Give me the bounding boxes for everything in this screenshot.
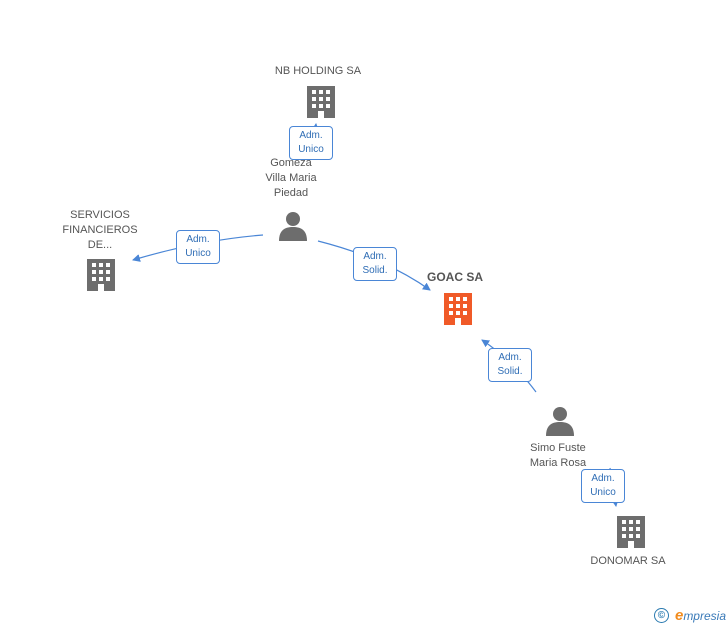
gomeza-person-icon[interactable] <box>279 212 307 241</box>
donomar-building-icon[interactable] <box>617 516 645 548</box>
servicios-building-icon[interactable] <box>87 259 115 291</box>
copyright-icon: © <box>653 608 669 623</box>
goac-label[interactable]: GOAC SA <box>426 270 483 284</box>
brand-initial: e <box>674 607 684 624</box>
servicios-label[interactable]: SERVICIOS FINANCIEROS DE... <box>62 209 138 251</box>
edge-badge-gomeza-goac[interactable]: Adm. Solid. <box>353 247 397 281</box>
nb-holding-building-icon[interactable] <box>307 86 335 118</box>
empresia-footer: © e mpresia <box>653 607 726 624</box>
gomeza-label[interactable]: Gomeza Villa Maria Piedad <box>265 157 317 199</box>
edge-badge-gomeza-nb-holding[interactable]: Adm. Unico <box>289 126 333 160</box>
brand-name: mpresia <box>683 608 726 623</box>
edge-badge-simo-goac[interactable]: Adm. Solid. <box>488 348 532 382</box>
goac-building-icon[interactable] <box>444 293 472 325</box>
donomar-label[interactable]: DONOMAR SA <box>590 555 666 567</box>
edge-badge-gomeza-servicios[interactable]: Adm. Unico <box>176 230 220 264</box>
simo-person-icon[interactable] <box>546 407 574 436</box>
simo-label[interactable]: Simo Fuste Maria Rosa <box>529 442 587 469</box>
nb-holding-label[interactable]: NB HOLDING SA <box>274 65 362 77</box>
edge-badge-simo-donomar[interactable]: Adm. Unico <box>581 469 625 503</box>
